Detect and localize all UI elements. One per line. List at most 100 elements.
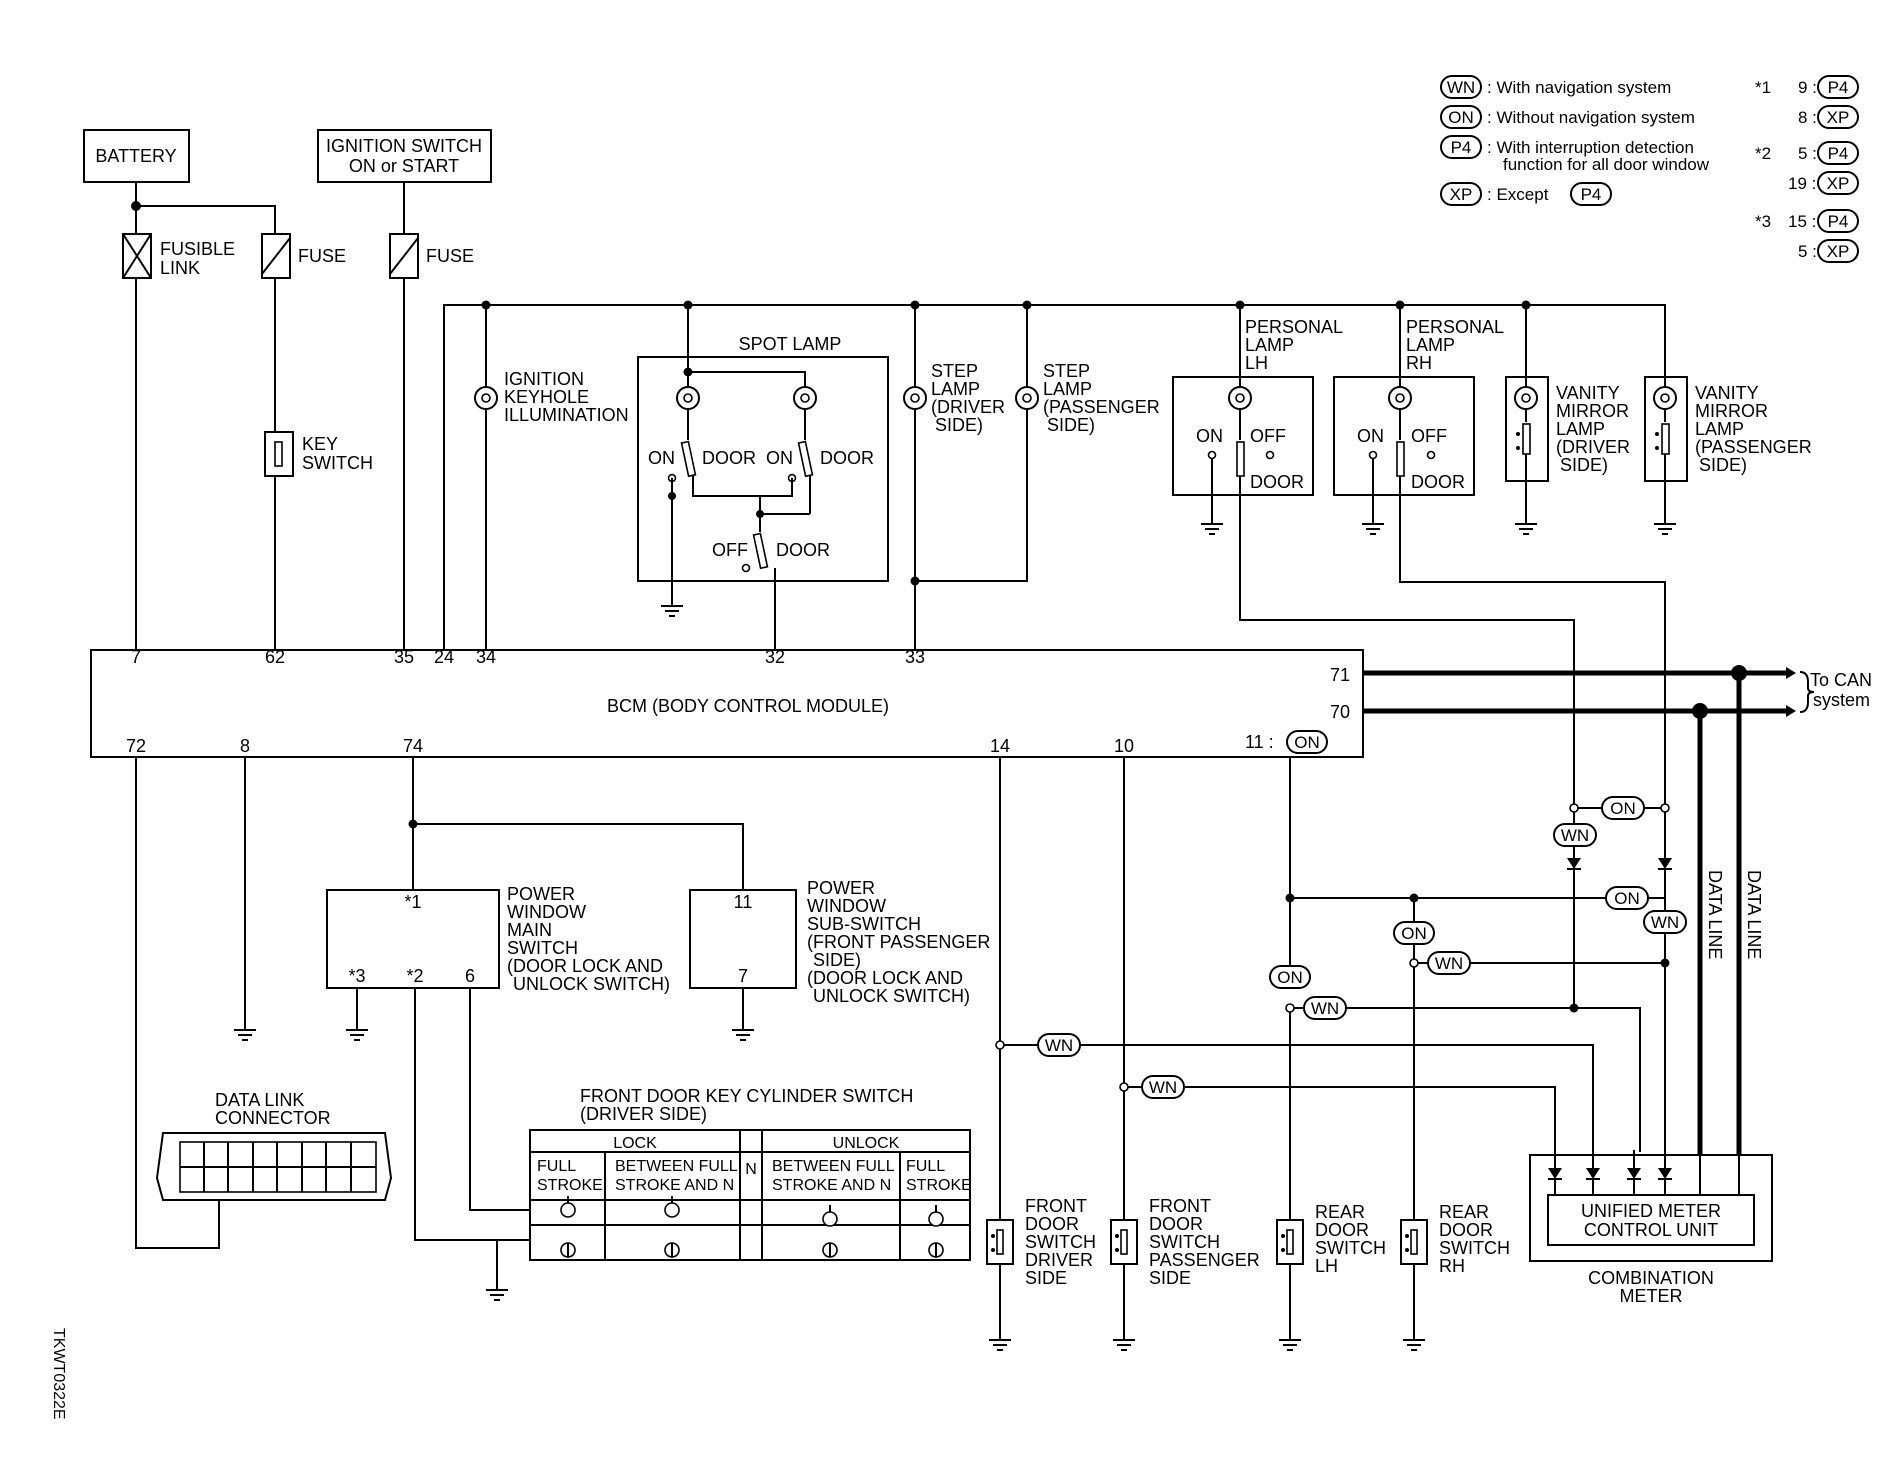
legend-s3b: 5 : — [1798, 242, 1817, 261]
legend-on-text: : Without navigation system — [1487, 108, 1695, 127]
vanity-drv-5: SIDE) — [1560, 455, 1608, 475]
legend-s3b-code: XP — [1827, 242, 1850, 261]
pwm-pin-s1: *1 — [404, 892, 421, 912]
rds-rh-1: REAR — [1439, 1202, 1489, 1222]
legend-s1a: 9 : — [1798, 78, 1817, 97]
spot-off: OFF — [712, 540, 748, 560]
comb-meter-label-1: COMBINATION — [1588, 1268, 1714, 1288]
legend-xp-text: : Except — [1487, 185, 1549, 204]
spot-door-2: DOOR — [820, 448, 874, 468]
personal-lh-1: PERSONAL — [1245, 317, 1343, 337]
fdk-full-1: FULL — [537, 1158, 576, 1175]
rds-rh-4: RH — [1439, 1256, 1465, 1276]
bcm-pin-7: 7 — [131, 647, 141, 667]
vanity-drv-4: (DRIVER — [1556, 437, 1630, 457]
fds-drv-5: SIDE — [1025, 1268, 1067, 1288]
legend-s3a: 15 : — [1788, 212, 1816, 231]
personal-rh-on: ON — [1357, 426, 1384, 446]
legend-xp-code: XP — [1450, 185, 1473, 204]
vanity-pass-5: SIDE) — [1699, 455, 1747, 475]
fds-pass-1: FRONT — [1149, 1196, 1211, 1216]
spot-lamp: SPOT LAMP ON DOOR ON DOOR OFF DOOR — [637, 305, 889, 650]
legend-star3: *3 — [1755, 212, 1771, 231]
legend-s3a-code: P4 — [1828, 212, 1849, 231]
umcu-label-2: CONTROL UNIT — [1584, 1220, 1718, 1240]
personal-lamp-rh: PERSONAL LAMP RH ON OFF DOOR — [1333, 305, 1666, 806]
dlc-label-2: CONNECTOR — [215, 1108, 331, 1128]
spot-lamp-label: SPOT LAMP — [739, 334, 842, 354]
bcm-pin-14: 14 — [990, 736, 1010, 756]
personal-lh-3: LH — [1245, 353, 1268, 373]
vanity-lamp-driver: VANITY MIRROR LAMP (DRIVER SIDE) — [1505, 305, 1630, 535]
vanity-pass-2: MIRROR — [1695, 401, 1768, 421]
legend-s1a-code: P4 — [1828, 78, 1849, 97]
pws-label-1: POWER — [807, 878, 875, 898]
legend-s2b: 19 : — [1788, 174, 1816, 193]
step-lamp-pass-2: LAMP — [1043, 379, 1092, 399]
fdk-stroke-2: STROKE — [906, 1177, 972, 1194]
vanity-drv-2: MIRROR — [1556, 401, 1629, 421]
wn-tag-rear-lh: WN — [1311, 999, 1339, 1018]
legend-xp-p4: P4 — [1581, 185, 1602, 204]
step-lamp-drv-3: (DRIVER — [931, 397, 1005, 417]
pws-pin-11: 11 — [734, 892, 753, 912]
legend-star1: *1 — [1755, 78, 1771, 97]
key-switch-label-1: KEY — [302, 434, 338, 454]
fds-pass-4: PASSENGER — [1149, 1250, 1260, 1270]
fds-drv-4: DRIVER — [1025, 1250, 1093, 1270]
bcm-module: BCM (BODY CONTROL MODULE) 7 62 35 24 34 … — [90, 647, 1364, 758]
fdk-n: N — [745, 1161, 757, 1178]
bcm-pin-11: 11 : — [1245, 732, 1274, 752]
wn-tag-10: WN — [1149, 1078, 1177, 1097]
legend-star2: *2 — [1755, 144, 1771, 163]
personal-lh-off: OFF — [1250, 426, 1286, 446]
pwm-pin-6: 6 — [465, 966, 475, 986]
pwm-label-4: SWITCH — [507, 938, 578, 958]
fds-pass-2: DOOR — [1149, 1214, 1203, 1234]
fds-drv-2: DOOR — [1025, 1214, 1079, 1234]
bcm-pin-62: 62 — [265, 647, 285, 667]
on-tag-pin11: ON — [1614, 889, 1640, 908]
fdk-unlock: UNLOCK — [833, 1135, 900, 1152]
vanity-pass-1: VANITY — [1695, 383, 1759, 403]
bcm-pin-74: 74 — [403, 736, 423, 756]
on-tag-personal: ON — [1610, 799, 1636, 818]
fdk-lock: LOCK — [613, 1135, 657, 1152]
power-window-main-switch: *1 *3 *2 6 POWER WINDOW MAIN SWITCH (DOO… — [326, 884, 670, 994]
to-can-label-2: system — [1813, 690, 1870, 710]
pwm-label-5: (DOOR LOCK AND — [507, 956, 663, 976]
fds-drv-3: SWITCH — [1025, 1232, 1096, 1252]
personal-rh-2: LAMP — [1406, 335, 1455, 355]
ignition-label-2: ON or START — [349, 156, 459, 176]
legend-s2a: 5 : — [1798, 144, 1817, 163]
spot-door-1: DOOR — [702, 448, 756, 468]
rds-lh-2: DOOR — [1315, 1220, 1369, 1240]
spot-door-3: DOOR — [776, 540, 830, 560]
fdk-full-2: FULL — [906, 1158, 945, 1175]
personal-lh-on: ON — [1196, 426, 1223, 446]
personal-lh-2: LAMP — [1245, 335, 1294, 355]
fds-pass-5: SIDE — [1149, 1268, 1191, 1288]
personal-lh-door: DOOR — [1250, 472, 1304, 492]
legend-wn-text: : With navigation system — [1487, 78, 1671, 97]
bcm-pin-35: 35 — [394, 647, 414, 667]
personal-rh-door: DOOR — [1411, 472, 1465, 492]
on-tag-rear-rh: ON — [1401, 924, 1427, 943]
bcm-pin-34: 34 — [476, 647, 496, 667]
pwm-label-3: MAIN — [507, 920, 552, 940]
bcm-pin-70: 70 — [1330, 702, 1350, 722]
bcm-pin-33: 33 — [905, 647, 925, 667]
legend-p4-text2: function for all door window — [1503, 155, 1710, 174]
wn-tag-personal-lh: WN — [1561, 826, 1589, 845]
pwm-pin-s3: *3 — [348, 966, 365, 986]
legend-wn-code: WN — [1447, 78, 1475, 97]
ignition-switch-block: IGNITION SWITCH ON or START — [317, 129, 492, 183]
legend-s2b-code: XP — [1827, 174, 1850, 193]
battery-label: BATTERY — [95, 146, 176, 166]
step-lamp-drv-4: SIDE) — [935, 415, 983, 435]
rds-lh-1: REAR — [1315, 1202, 1365, 1222]
vanity-pass-4: (PASSENGER — [1695, 437, 1812, 457]
vanity-pass-3: LAMP — [1695, 419, 1744, 439]
bcm-pin-71: 71 — [1330, 665, 1350, 685]
